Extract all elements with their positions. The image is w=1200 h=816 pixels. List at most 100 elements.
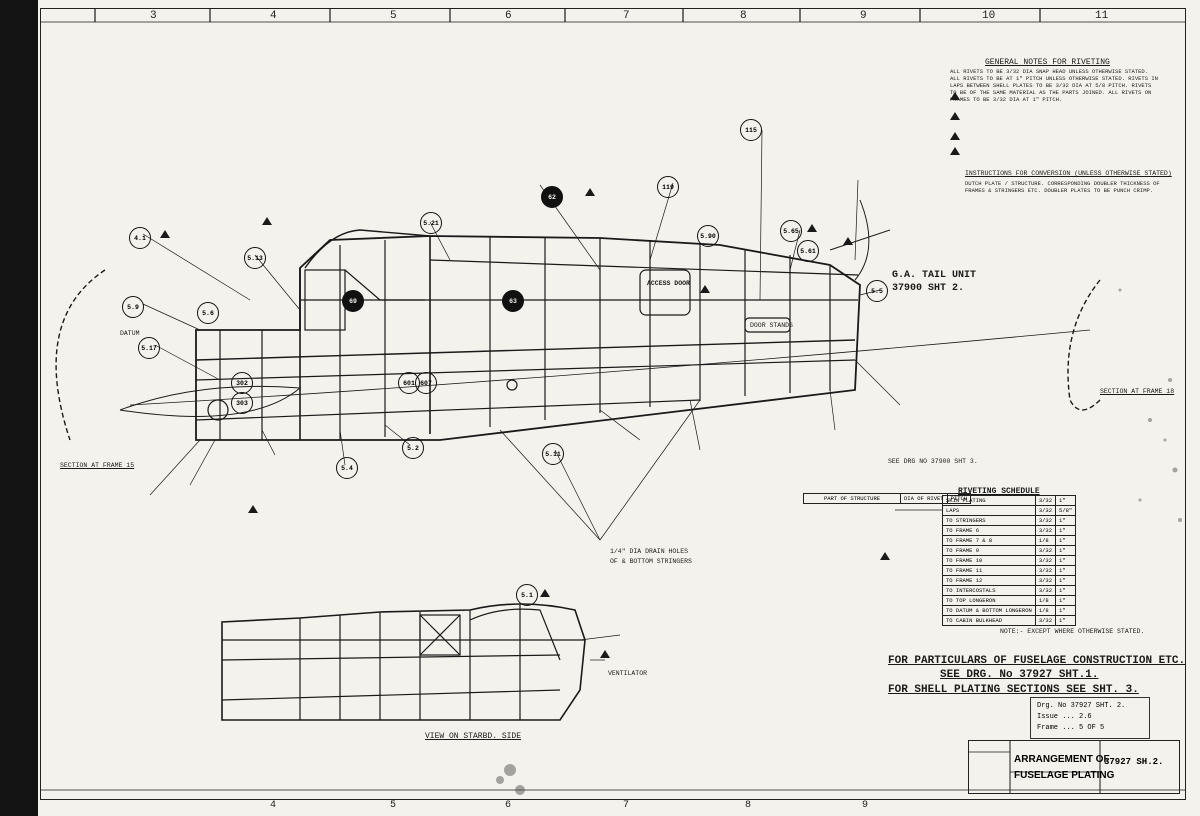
- ventilator-label: VENTILATOR: [608, 670, 648, 677]
- rivet-pitch: 1": [1055, 525, 1077, 536]
- rivet-dia: 3/32: [1034, 545, 1057, 556]
- callout-balloon: 5.21: [420, 212, 442, 234]
- callout-balloon: 4.1: [129, 227, 151, 249]
- drain-holes-label: 1/4" DIA DRAIN HOLES: [610, 548, 689, 555]
- rivet-pitch: 1": [1055, 495, 1077, 506]
- zone-top: 9: [860, 10, 867, 22]
- drawing-title-line: ARRANGEMENT OF: [1014, 754, 1110, 765]
- rivet-pitch: 1": [1055, 585, 1077, 596]
- callout-balloon: 5.11: [542, 443, 564, 465]
- bottom-stringers-label: OF & BOTTOM STRINGERS: [610, 558, 692, 565]
- rivet-dia: 1/8: [1034, 535, 1057, 546]
- callout-balloon: 303: [231, 392, 253, 414]
- callout-balloon: 5.1: [516, 584, 538, 606]
- rivet-col-header: DIA OF RIVET: [900, 493, 948, 504]
- callout-balloon: 5.13: [244, 247, 266, 269]
- drawing-border: [40, 8, 1186, 800]
- callout-balloon: 607: [415, 372, 437, 394]
- zone-top: 4: [270, 10, 277, 22]
- rivet-col-header: PART OF STRUCTURE: [803, 493, 901, 504]
- callout-balloon: 62: [541, 186, 563, 208]
- conversion-heading: INSTRUCTIONS FOR CONVERSION (UNLESS OTHE…: [965, 170, 1172, 177]
- rivet-part: TO INTERCOSTALS: [942, 585, 1036, 596]
- notes-heading: GENERAL NOTES FOR RIVETING: [985, 58, 1110, 67]
- particulars-line-3: FOR SHELL PLATING SECTIONS SEE SHT. 3.: [888, 684, 1139, 696]
- rivet-dia: 3/32: [1034, 575, 1057, 586]
- rivet-part: LAPS: [942, 505, 1036, 516]
- drawing-number: 37927 SH.2.: [1104, 757, 1164, 767]
- rivet-dia: 3/32: [1034, 505, 1057, 516]
- shell-details-label: SEE DRG NO 37900 SHT 3.: [888, 458, 978, 465]
- callout-balloon: 115: [740, 119, 762, 141]
- zone-bottom: 9: [862, 800, 869, 811]
- zone-top: 8: [740, 10, 747, 22]
- rivet-dia: 3/32: [1034, 565, 1057, 576]
- zone-bottom: 8: [745, 800, 752, 811]
- rivet-pitch: 1": [1055, 545, 1077, 556]
- callout-balloon: 5.61: [797, 240, 819, 262]
- rivet-dia: 3/32: [1034, 555, 1057, 566]
- drawing-stamp: Drg. No 37927 SHT. 2. Issue ... 2.6 Fram…: [1030, 697, 1150, 739]
- callout-balloon: 5.5: [866, 280, 888, 302]
- rivet-schedule-title: RIVETING SCHEDULE: [958, 487, 1040, 496]
- particulars-line-1: FOR PARTICULARS OF FUSELAGE CONSTRUCTION…: [888, 655, 1186, 667]
- callout-balloon: 5.9: [122, 296, 144, 318]
- view-stbd-label: VIEW ON STARBD. SIDE: [425, 732, 522, 741]
- zone-top: 5: [390, 10, 397, 22]
- rivet-pitch: 1": [1055, 605, 1077, 616]
- stamp-line: Issue ... 2.6: [1037, 713, 1092, 721]
- conversion-notes: DUTCH PLATE / STRUCTURE. CORRESPONDING D…: [965, 180, 1160, 194]
- access-door-label: ACCESS DOOR: [647, 280, 690, 287]
- zone-top: 7: [623, 10, 630, 22]
- rivet-pitch: 1": [1055, 565, 1077, 576]
- callout-balloon: 5.6: [197, 302, 219, 324]
- stamp-line: Drg. No 37927 SHT. 2.: [1037, 702, 1126, 710]
- rivet-part: TO TOP LONGERON: [942, 595, 1036, 606]
- rivet-pitch: 5/8": [1055, 505, 1077, 516]
- rivet-schedule-note: NOTE:- EXCEPT WHERE OTHERWISE STATED.: [1000, 628, 1145, 635]
- rivet-part: TO DATUM & BOTTOM LONGERON: [942, 605, 1036, 616]
- datum-label: DATUM: [120, 330, 140, 337]
- rivet-pitch: 1": [1055, 575, 1077, 586]
- rivet-dia: 3/32: [1034, 495, 1057, 506]
- zone-top: 11: [1095, 10, 1109, 22]
- rivet-dia: 3/32: [1034, 585, 1057, 596]
- callout-balloon: 63: [502, 290, 524, 312]
- binding-edge: [0, 0, 38, 816]
- drawing-title: ARRANGEMENT OF FUSELAGE PLATING: [1014, 752, 1114, 784]
- section-frame-18-label: SECTION AT FRAME 18: [1100, 388, 1175, 395]
- tail-unit-label: G.A. TAIL UNIT: [892, 270, 977, 281]
- rivet-dia: 3/32: [1034, 515, 1057, 526]
- callout-balloon: 5.65: [780, 220, 802, 242]
- particulars-line-2: SEE DRG. No 37927 SHT.1.: [940, 669, 1099, 681]
- riveting-notes: ALL RIVETS TO BE 3/32 DIA SNAP HEAD UNLE…: [950, 68, 1158, 103]
- zone-top: 3: [150, 10, 157, 22]
- callout-balloon: 302: [231, 372, 253, 394]
- tail-unit-ref: 37900 SHT 2.: [892, 283, 965, 294]
- rivet-part: TO FRAME 7 & 8: [942, 535, 1036, 546]
- callout-balloon: 69: [342, 290, 364, 312]
- rivet-pitch: 1": [1055, 515, 1077, 526]
- rivet-part: TO STRINGERS: [942, 515, 1036, 526]
- rivet-pitch: 1": [1055, 595, 1077, 606]
- title-block: [968, 740, 1180, 794]
- zone-top: 10: [982, 10, 996, 22]
- zone-bottom: 6: [505, 800, 512, 811]
- rivet-part: TO CABIN BULKHEAD: [942, 615, 1036, 626]
- zone-bottom: 4: [270, 800, 277, 811]
